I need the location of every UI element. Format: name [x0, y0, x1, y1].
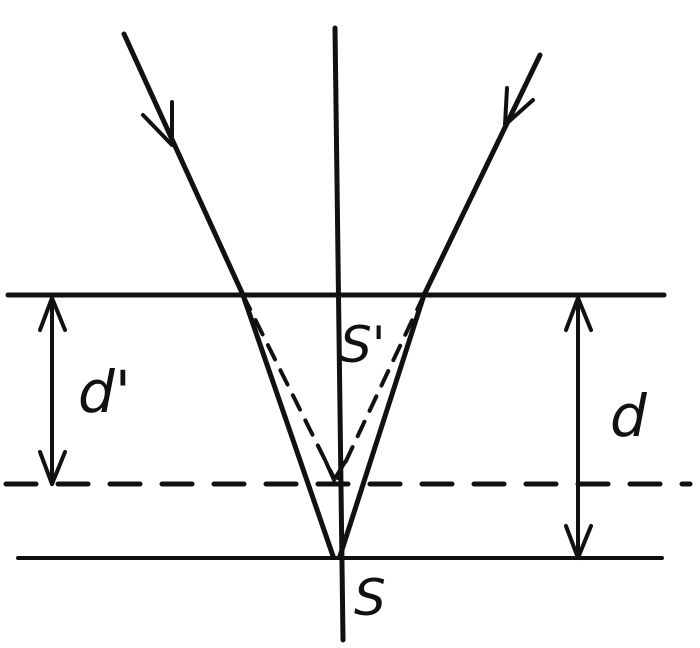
left-ray-arrow	[141, 100, 174, 147]
left-incident-ray	[121, 31, 246, 298]
right-virtual-extension	[336, 293, 426, 480]
s-prime-label: S'	[340, 316, 385, 374]
left-virtual-extension	[241, 293, 336, 480]
right-refracted-ray	[337, 292, 427, 559]
s-label: S	[354, 569, 386, 627]
right-incident-ray	[421, 52, 543, 298]
left-refracted-ray	[240, 292, 336, 559]
d-arrow-top	[564, 296, 593, 332]
normal-line	[332, 25, 346, 643]
d-label: d	[610, 382, 648, 450]
d-prime-label: d'	[78, 358, 131, 426]
d-prime-arrow-bottom	[38, 450, 67, 486]
d-arrow-bottom	[564, 524, 593, 560]
right-ray-arrow	[503, 86, 535, 127]
d-prime-arrow-top	[38, 296, 67, 332]
image-point-arrow	[324, 460, 347, 482]
